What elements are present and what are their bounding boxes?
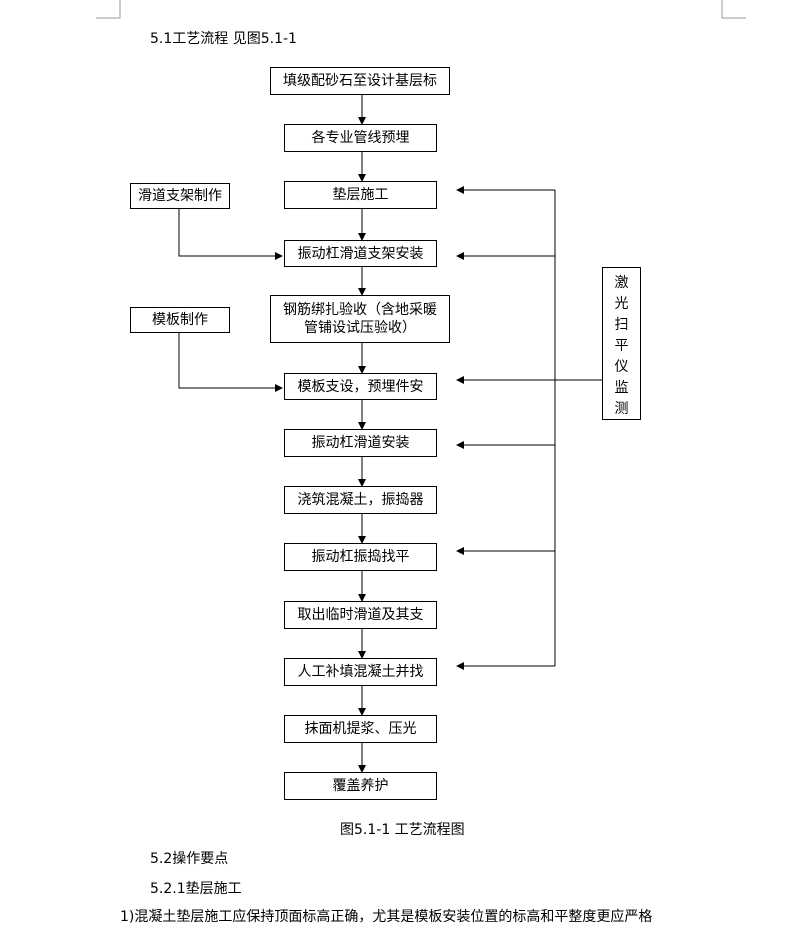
section-heading-5-2: 5.2操作要点 [150, 851, 229, 867]
side-box-rail-support-fabrication: 滑道支架制作 [130, 183, 230, 209]
side-box-formwork-fabrication: 模板制作 [130, 307, 230, 333]
flow-step-manual-fill: 人工补填混凝土并找 [284, 658, 437, 686]
figure-caption: 图5.1-1 工艺流程图 [340, 822, 465, 838]
section-heading-5-1: 5.1工艺流程 见图5.1-1 [150, 31, 297, 47]
flow-step-cushion-construction: 垫层施工 [284, 181, 437, 209]
section-heading-5-2-1: 5.2.1垫层施工 [150, 881, 242, 897]
flow-step-vibrate-level: 振动杠振捣找平 [284, 543, 437, 571]
flow-step-formwork-setup: 模板支设，预埋件安 [284, 373, 437, 400]
flow-step-pipe-embedding: 各专业管线预埋 [284, 124, 437, 152]
flow-step-pour-concrete: 浇筑混凝土，振捣器 [284, 486, 437, 514]
laser-box-label: 激光扫平仪监测 [614, 275, 629, 417]
flow-step-rail-install: 振动杠滑道安装 [284, 429, 437, 457]
laser-leveling-monitor-box: 激光扫平仪监测 [602, 267, 641, 420]
body-paragraph: 1)混凝土垫层施工应保持顶面标高正确，尤其是模板安装位置的标高和平整度更应严格 [120, 909, 653, 925]
flow-step-rebar-acceptance: 钢筋绑扎验收（含地采暖管铺设试压验收） [270, 295, 450, 343]
flow-step-fill-gravel: 填级配砂石至设计基层标 [270, 67, 450, 95]
flow-step-cover-cure: 覆盖养护 [284, 772, 437, 800]
flow-step-remove-rails: 取出临时滑道及其支 [284, 601, 437, 629]
flow-step-rail-support-install: 振动杠滑道支架安装 [284, 240, 437, 267]
flow-step-trowel-polish: 抹面机提浆、压光 [284, 715, 437, 743]
